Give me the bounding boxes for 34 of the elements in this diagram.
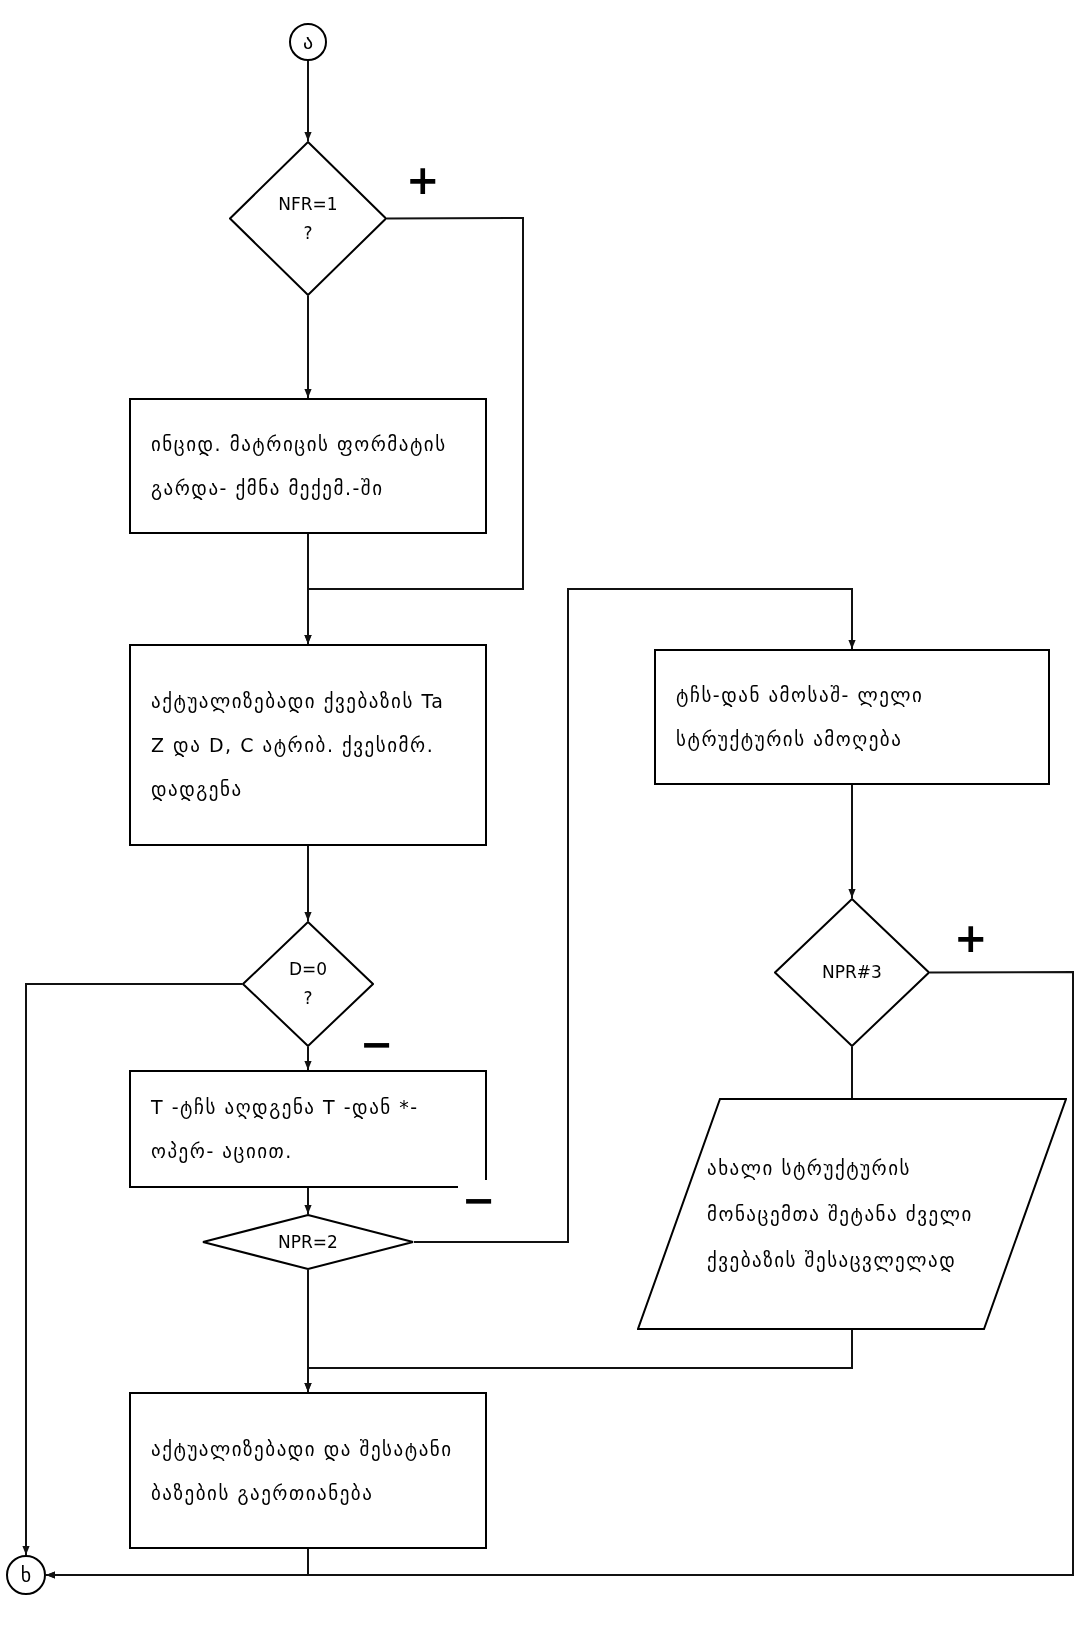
connector-label: ხ [20,1565,32,1585]
arrow [22,983,243,1556]
condition-text: ? [303,224,313,242]
condition-text: ? [303,990,313,1007]
decision-diamond [202,1214,414,1270]
process-text: აქტუალიზებადი ქვებაზის Ta Z და D, C ატრიბ. ქვესიმრ. დადგენა [151,689,446,803]
arrow [848,784,856,899]
process-text: ტჩს-დან ამოსაშ- ლელი სტრუქტურის ამოღება [676,683,925,753]
process-box [129,398,487,534]
arrow [304,1187,312,1215]
arrow [304,1046,312,1071]
process-box [129,644,487,846]
arrow [304,533,312,645]
condition-text: NPR=2 [278,1233,338,1251]
arrow [304,295,312,399]
condition-text: NFR=1 [278,195,338,213]
process-text: ინციდ. მატრიცის ფორმატის გარდა- ქმნა მექემ.-ში [151,432,448,502]
process-box [129,1392,487,1549]
process-box [129,1070,487,1188]
connector-label: ა [302,32,314,52]
process-text: T -ტჩს აღდგენა T -დან *-ოპერ- აციით. [151,1095,420,1165]
condition-text: NPR#3 [822,964,882,981]
arrow [304,845,312,922]
decision-diamond [774,898,930,1047]
process-box [654,649,1050,785]
condition-text: D=0 [288,961,328,978]
arrow [304,60,312,142]
process-text: აქტუალიზებადი და შესატანი ბაზების გაერთიანება [151,1436,454,1507]
decision-diamond [229,141,387,296]
arrow [413,588,856,1243]
process-text: ახალი სტრუქტურის მონაცემთა შეტანა ძველი ქვებაზის შესაცვლელად [707,1156,974,1274]
input-parallelogram [637,1098,1067,1330]
arrow [304,1329,853,1393]
arrow [45,1548,309,1579]
